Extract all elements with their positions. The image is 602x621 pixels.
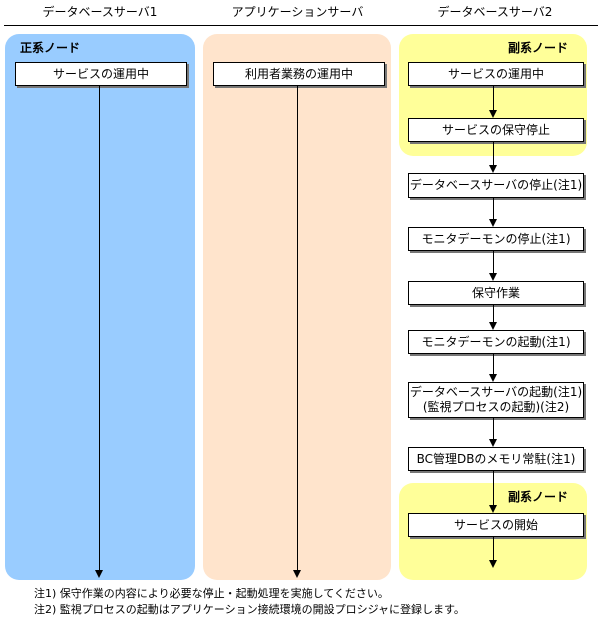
- primary-node-label: 正系ノード: [20, 41, 81, 55]
- connector-6-arrowhead: [489, 374, 497, 382]
- connector-7-arrowhead: [489, 439, 497, 447]
- step-service-start: サービスの開始: [408, 513, 584, 537]
- db1-timeline: [99, 86, 100, 570]
- step-service-maintenance-stop: サービスの保守停止: [408, 118, 584, 142]
- connector-8-arrowhead: [489, 505, 497, 513]
- connector-2: [493, 142, 494, 165]
- footnote-1: 注1) 保守作業の内容により必要な停止・起動処理を実施してください。: [34, 587, 389, 600]
- footnote-2: 注2) 監視プロセスの起動はアプリケーション接続環境の開設プロシジャに登録します…: [34, 603, 465, 616]
- column-header-db2: データベースサーバ2: [437, 5, 553, 19]
- app-timeline-arrowhead: [293, 570, 301, 578]
- connector-6: [493, 354, 494, 374]
- connector-9: [493, 537, 494, 560]
- step-maintenance-work: 保守作業: [408, 281, 584, 305]
- column-header-db1: データベースサーバ1: [42, 5, 158, 19]
- connector-3: [493, 198, 494, 219]
- db1-timeline-arrowhead: [95, 570, 103, 578]
- step-monitor-daemon-stop: モニタデーモンの停止(注1): [408, 227, 584, 251]
- connector-1: [493, 86, 494, 110]
- secondary-node-label-top: 副系ノード: [508, 41, 569, 55]
- connector-1-arrowhead: [489, 110, 497, 118]
- connector-7: [493, 418, 494, 439]
- connector-5: [493, 305, 494, 322]
- connector-2-arrowhead: [489, 165, 497, 173]
- primary-node-panel: [5, 34, 195, 580]
- step-monitor-daemon-start: モニタデーモンの起動(注1): [408, 330, 584, 354]
- column-header-app: アプリケーションサーバ: [231, 5, 364, 19]
- step-db-server-start: データベースサーバの起動(注1) (監視プロセスの起動)(注2): [408, 382, 584, 418]
- connector-8: [493, 471, 494, 505]
- connector-5-arrowhead: [489, 322, 497, 330]
- step-bc-management-db-resident: BC管理DBのメモリ常駐(注1): [408, 447, 584, 471]
- connector-4: [493, 251, 494, 273]
- app-timeline: [297, 86, 298, 570]
- app-user-operation-box: 利用者業務の運用中: [213, 62, 385, 86]
- connector-3-arrowhead: [489, 219, 497, 227]
- connector-9-arrowhead: [489, 560, 497, 568]
- step-db-server-stop: データベースサーバの停止(注1): [408, 173, 584, 198]
- connector-4-arrowhead: [489, 273, 497, 281]
- header-divider: [4, 25, 598, 26]
- secondary-node-label-bottom: 副系ノード: [508, 490, 569, 504]
- step-service-running: サービスの運用中: [408, 62, 584, 86]
- db1-service-running-box: サービスの運用中: [15, 62, 187, 86]
